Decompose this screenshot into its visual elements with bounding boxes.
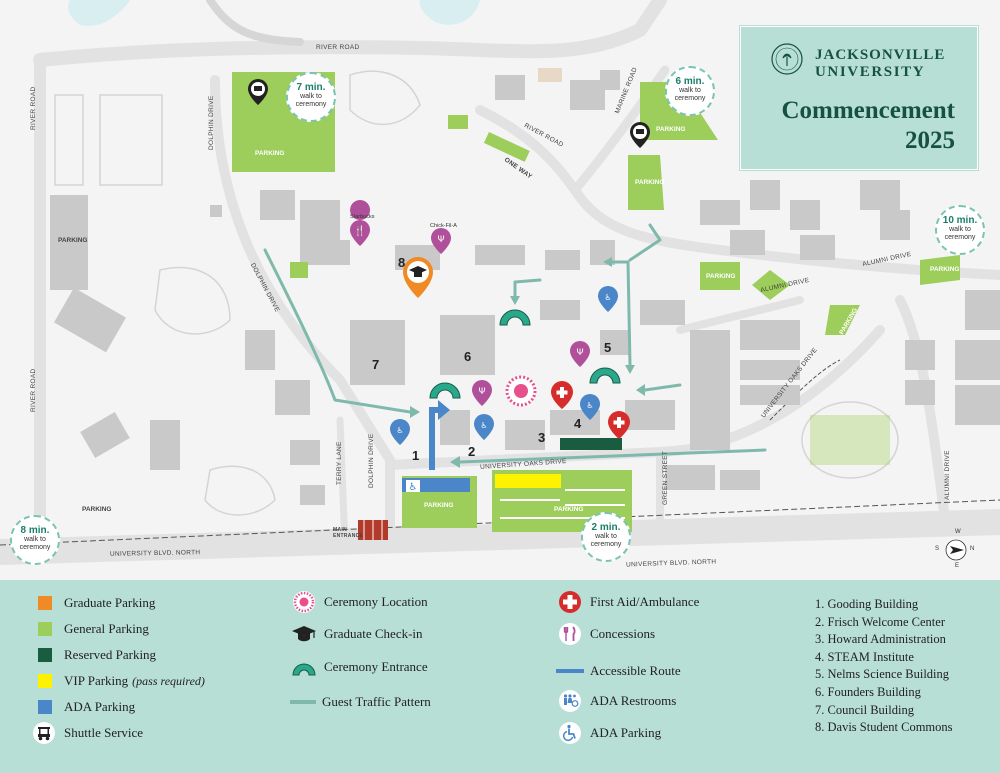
parking-label: PARKING xyxy=(706,273,736,280)
wheelchair-icon xyxy=(556,721,584,745)
legend-shuttle-service: Shuttle Service xyxy=(30,721,143,745)
parking-label: PARKING xyxy=(82,506,112,513)
arch-icon xyxy=(290,655,318,679)
building-number: 1 xyxy=(412,448,420,463)
main-entrance-label: MAIN ENTRANCE xyxy=(333,527,364,539)
svg-text:Ψ: Ψ xyxy=(437,235,444,245)
legend-guest-traffic-pattern: Guest Traffic Pattern xyxy=(290,690,431,714)
legend-reserved-parking: Reserved Parking xyxy=(38,647,156,663)
compass-n: N xyxy=(970,546,975,552)
starbucks-label: Starbucks xyxy=(350,214,375,220)
university-name-line1: JACKSONVILLE xyxy=(815,47,946,63)
walk-time-badge: 7 min.walk to ceremony xyxy=(286,72,336,122)
building-number: 4 xyxy=(574,416,582,431)
title-box: JACKSONVILLE UNIVERSITY Commencement 202… xyxy=(739,25,979,171)
parking-label: PARKING xyxy=(58,237,88,244)
legend-graduate-parking: Graduate Parking xyxy=(38,595,155,611)
walk-time-badge: 10 min.walk to ceremony xyxy=(935,205,985,255)
building-list-item: 4. STEAM Institute xyxy=(815,649,914,664)
svg-text:♿: ♿ xyxy=(604,293,611,302)
svg-text:♿: ♿ xyxy=(396,426,403,435)
building-number: 7 xyxy=(372,357,380,372)
svg-text:♿: ♿ xyxy=(586,401,593,410)
building-list: 1. Gooding Building 2. Frisch Welcome Ce… xyxy=(815,596,953,737)
legend-graduate-check-in: Graduate Check-in xyxy=(290,622,423,646)
building-list-item: 5. Nelms Science Building xyxy=(815,667,950,682)
building-list-item: 2. Frisch Welcome Center xyxy=(815,614,945,629)
svg-text:Ψ: Ψ xyxy=(478,387,485,397)
parking-label: PARKING xyxy=(635,179,665,186)
legend-ceremony-location: Ceremony Location xyxy=(290,590,428,614)
accessible-route-line-icon xyxy=(556,659,584,683)
fork-knife-icon xyxy=(556,622,584,646)
road-label-alumni-drive: ALUMNI DRIVE xyxy=(944,450,951,500)
building-list-item: 8. Davis Student Commons xyxy=(815,720,953,735)
legend-accessible-route: Accessible Route xyxy=(556,659,681,683)
road-label-green-street: GREEN STREET xyxy=(662,450,669,505)
road-label-dolphin-drive: DOLPHIN DRIVE xyxy=(368,433,375,488)
legend-panel xyxy=(0,580,1000,773)
parking-label: PARKING xyxy=(930,266,960,273)
legend-first-aid: First Aid/Ambulance xyxy=(556,590,699,614)
compass-e: E xyxy=(955,563,960,569)
legend-ada-parking-color: ADA Parking xyxy=(38,699,135,715)
building-list-item: 6. Founders Building xyxy=(815,684,921,699)
university-seal-icon xyxy=(771,43,803,75)
walk-time-badge: 8 min.walk to ceremony xyxy=(10,515,60,565)
road-label-terry-lane: TERRY LANE xyxy=(336,441,343,485)
first-aid-cross-icon xyxy=(556,590,584,614)
golf-cart-icon xyxy=(30,721,58,745)
building-number: 5 xyxy=(604,340,612,355)
building-list-item: 1. Gooding Building xyxy=(815,597,919,611)
chick-fil-a-label: Chick-Fil-A xyxy=(430,223,457,229)
building-list-item: 7. Council Building xyxy=(815,702,914,717)
svg-text:🍴: 🍴 xyxy=(354,224,366,237)
road-label-river-road: RIVER ROAD xyxy=(30,368,37,412)
parking-label: PARKING xyxy=(554,506,584,513)
svg-text:♿: ♿ xyxy=(409,482,418,493)
legend-vip-parking: VIP Parking(pass required) xyxy=(38,673,205,689)
legend-ada-restrooms: ADA Restrooms xyxy=(556,689,676,713)
compass-s: S xyxy=(935,546,940,552)
parking-label: PARKING xyxy=(656,126,686,133)
legend-ada-parking: ADA Parking xyxy=(556,721,661,745)
parking-label: PARKING xyxy=(255,150,285,157)
road-label-dolphin-drive: DOLPHIN DRIVE xyxy=(208,95,215,150)
building-number: 6 xyxy=(464,349,472,364)
legend-concessions: Concessions xyxy=(556,622,655,646)
event-title: Commencement xyxy=(781,97,955,124)
graduation-cap-icon xyxy=(290,622,318,646)
legend-ceremony-entrance: Ceremony Entrance xyxy=(290,655,428,679)
building-list-item: 3. Howard Administration xyxy=(815,632,946,647)
building-number: 2 xyxy=(468,444,476,459)
walk-time-badge: 2 min.walk to ceremony xyxy=(581,512,631,562)
restroom-icon xyxy=(556,689,584,713)
svg-text:♿: ♿ xyxy=(480,421,487,430)
university-name-line2: UNIVERSITY xyxy=(815,64,926,80)
building-number: 8 xyxy=(398,255,406,270)
guest-route-line-icon xyxy=(290,690,316,714)
compass-w: W xyxy=(955,529,961,535)
legend-general-parking: General Parking xyxy=(38,621,149,637)
building-number: 3 xyxy=(538,430,546,445)
road-label-river-road: RIVER ROAD xyxy=(30,86,37,130)
road-label-river-road: RIVER ROAD xyxy=(316,44,360,51)
svg-text:Ψ: Ψ xyxy=(576,348,583,358)
parking-label: PARKING xyxy=(424,502,454,509)
walk-time-badge: 6 min.walk to ceremony xyxy=(665,66,715,116)
ceremony-star-icon xyxy=(290,590,318,614)
event-year: 2025 xyxy=(905,127,955,154)
